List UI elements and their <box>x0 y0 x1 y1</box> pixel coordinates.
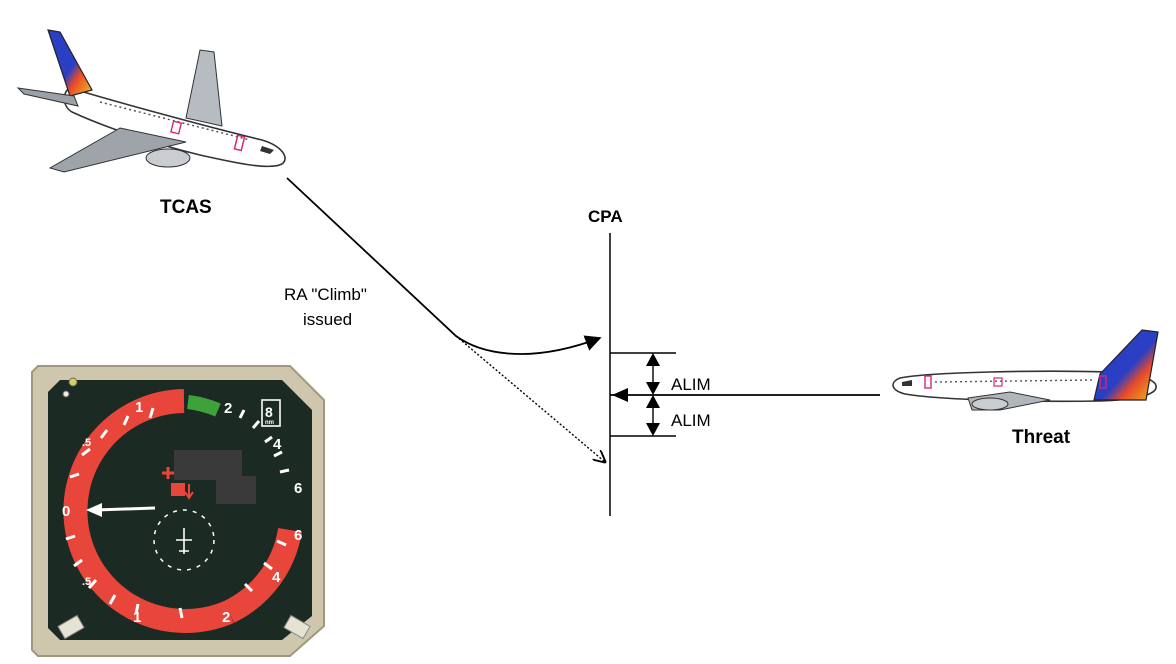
redacted-block <box>216 476 256 504</box>
range-ring <box>153 509 215 571</box>
alim-upper-label: ALIM <box>671 375 711 394</box>
right-knob[interactable] <box>283 614 311 640</box>
redacted-block <box>174 450 242 480</box>
vsi-needle <box>95 506 156 512</box>
descending-arrow-icon <box>184 484 194 500</box>
tcas-label: TCAS <box>160 197 212 218</box>
status-light-icon <box>62 390 70 398</box>
ra-label-line2: issued <box>303 310 352 329</box>
traffic-plus-icon <box>162 467 174 479</box>
scale-right-lower-two: 2 <box>222 609 230 626</box>
threat-label: Threat <box>1012 427 1071 448</box>
alim-markers <box>610 352 880 437</box>
red-arc-right <box>223 527 302 623</box>
tcas-vsi-display: 8 nm 0 .5 1 .5 1 2 4 6 2 4 6 <box>31 365 325 657</box>
status-light-icon <box>68 377 78 387</box>
scale-left-lower-half: .5 <box>82 576 91 588</box>
vsi-ticks <box>65 407 290 619</box>
original-trajectory <box>455 335 605 462</box>
ra-traffic-square-icon <box>171 483 185 496</box>
range-unit: nm <box>265 420 274 426</box>
own-aircraft-icon <box>176 528 192 554</box>
alim-lower-label: ALIM <box>671 411 711 430</box>
scale-right-upper-six: 6 <box>294 480 302 497</box>
scale-right-upper-two: 2 <box>224 400 232 417</box>
scale-right-lower-six: 6 <box>294 527 302 544</box>
left-knob[interactable] <box>57 614 85 640</box>
scale-left-upper-half: .5 <box>82 437 91 449</box>
cpa-label: CPA <box>588 207 623 226</box>
needle-arrow-icon <box>86 503 102 517</box>
threat-track-arrow-icon <box>612 388 628 402</box>
scale-left-upper-one: 1 <box>135 399 143 416</box>
scale-zero: 0 <box>62 503 70 520</box>
ra-label-line1: RA "Climb" <box>284 285 367 304</box>
scale-left-lower-one: 1 <box>133 609 141 626</box>
tcas-aircraft-icon <box>16 29 286 173</box>
threat-aircraft-icon <box>892 329 1159 411</box>
range-label: 8 <box>265 404 273 420</box>
scale-right-upper-four: 4 <box>273 436 282 453</box>
range-box <box>261 399 281 427</box>
green-arc <box>186 395 221 417</box>
scale-right-lower-four: 4 <box>272 569 281 586</box>
